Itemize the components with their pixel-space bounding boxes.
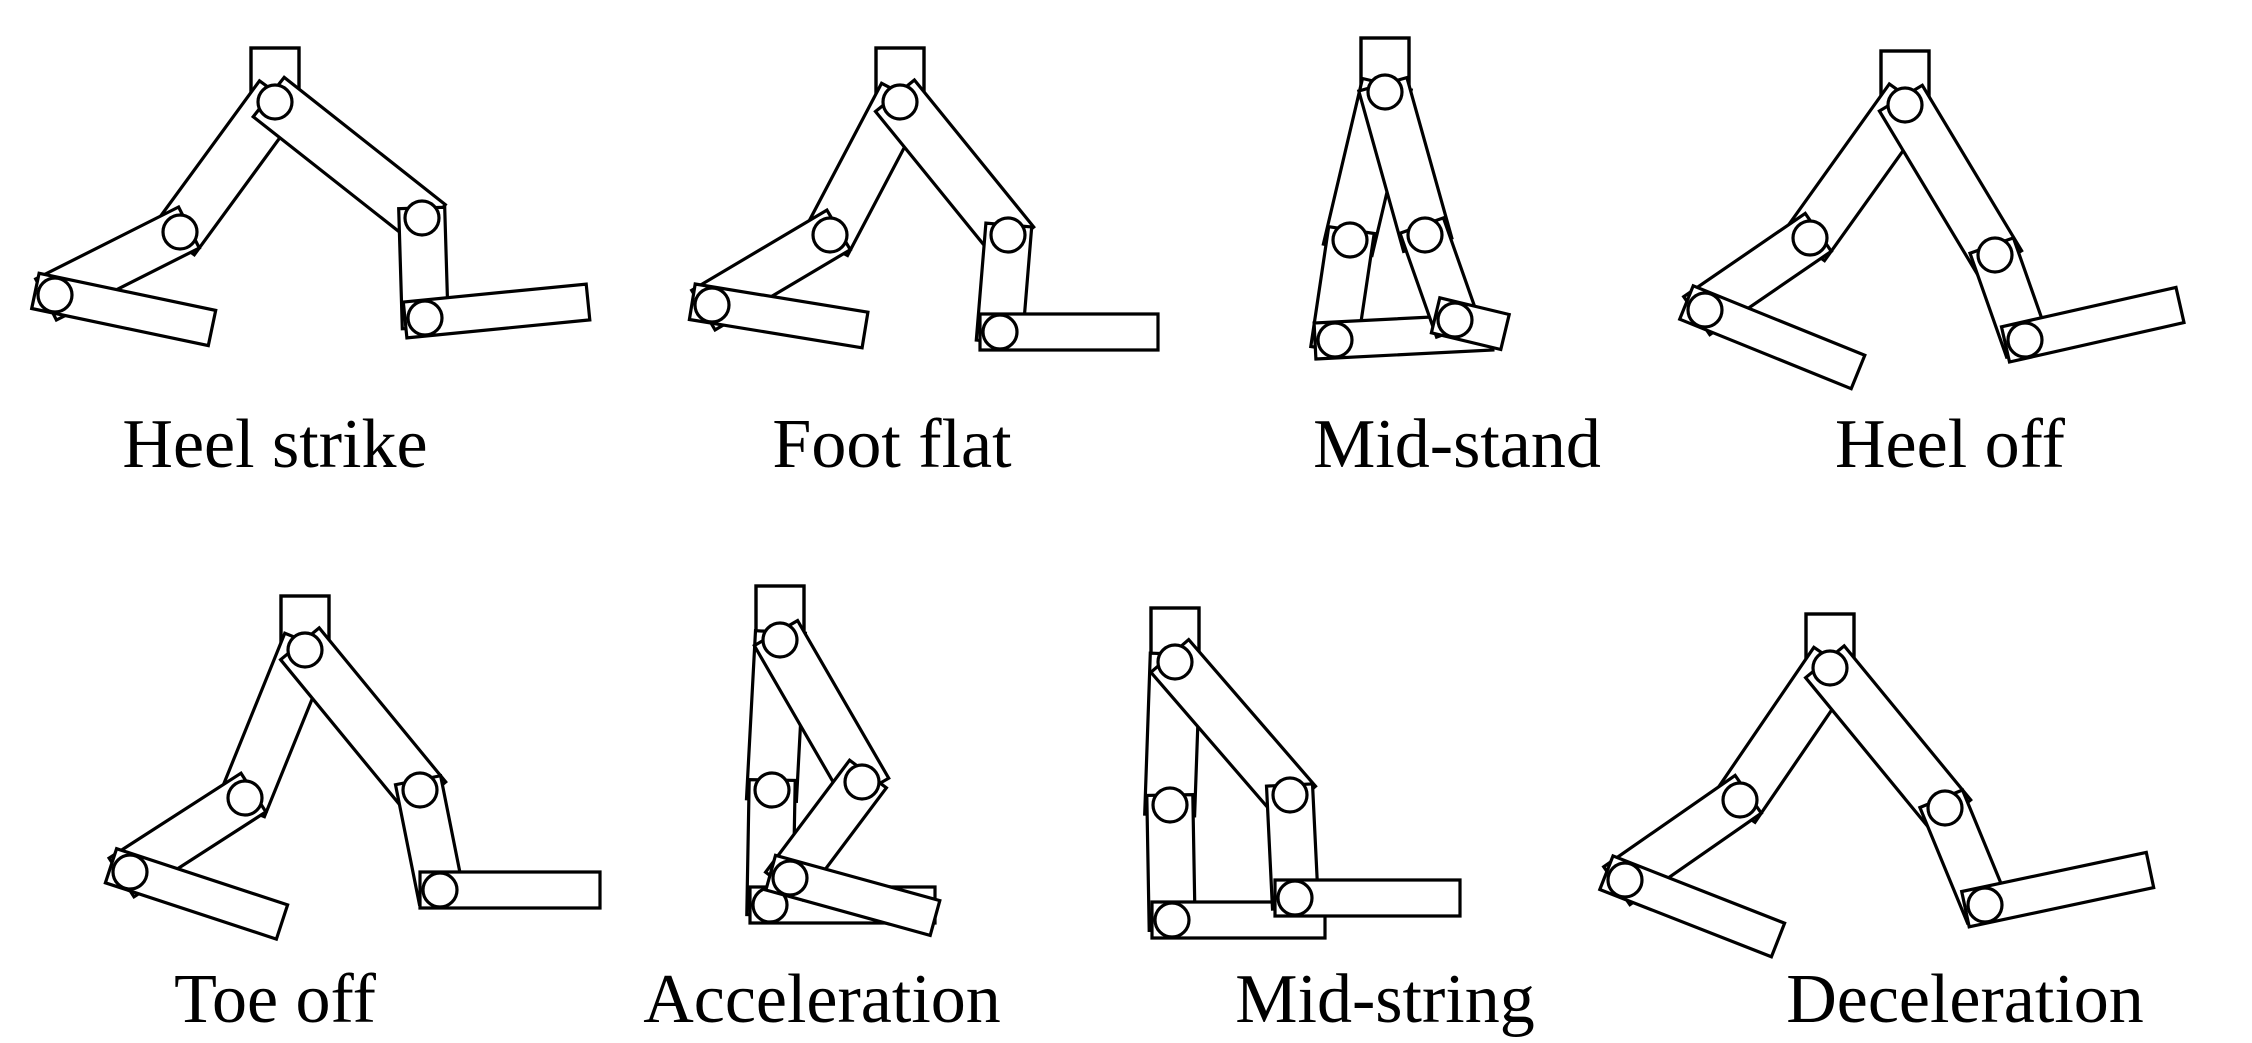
front-knee-joint xyxy=(1271,776,1309,814)
front-knee-joint xyxy=(1406,216,1444,254)
rear-foot-segment xyxy=(1597,853,1787,959)
phase-label-foot-flat: Foot flat xyxy=(772,406,1012,483)
front-foot-segment xyxy=(978,312,1160,352)
gait-figure-toe-off xyxy=(103,594,602,942)
rear-knee-joint xyxy=(226,779,264,817)
front-ankle-joint xyxy=(2006,321,2044,359)
rear-knee-joint xyxy=(753,771,791,809)
gait-figure-heel-strike xyxy=(29,46,592,348)
front-ankle-joint xyxy=(421,871,459,909)
hip-joint xyxy=(881,83,919,121)
hip-joint xyxy=(256,83,294,121)
front-knee-joint xyxy=(843,763,881,801)
gait-figure-mid-string xyxy=(1143,606,1462,940)
phase-label-mid-string: Mid-string xyxy=(1235,961,1535,1038)
rear-foot-segment xyxy=(1677,283,1867,391)
front-ankle-joint xyxy=(771,859,809,897)
front-ankle-joint xyxy=(1966,886,2004,924)
rear-knee-joint xyxy=(161,213,199,251)
phase-label-mid-stand: Mid-stand xyxy=(1313,406,1601,483)
hip-joint xyxy=(1886,86,1924,124)
rear-ankle-joint xyxy=(1686,291,1724,329)
phase-label-heel-strike: Heel strike xyxy=(122,406,428,483)
front-foot-segment xyxy=(1273,878,1462,918)
hip-joint xyxy=(1811,649,1849,687)
phase-label-toe-off: Toe off xyxy=(174,961,376,1038)
front-knee-joint xyxy=(1976,236,2014,274)
rear-foot-segment xyxy=(687,282,870,350)
rear-foot-segment xyxy=(29,271,218,348)
rear-ankle-joint xyxy=(1606,861,1644,899)
gait-figure-deceleration xyxy=(1597,612,2156,959)
rear-knee-joint xyxy=(1791,219,1829,257)
rear-foot-segment xyxy=(103,846,290,942)
hip-joint xyxy=(1366,73,1404,111)
front-foot-segment xyxy=(418,870,602,910)
front-knee-joint xyxy=(403,199,441,237)
hip-joint xyxy=(1156,643,1194,681)
rear-ankle-joint xyxy=(1153,901,1191,939)
rear-ankle-joint xyxy=(693,286,731,324)
gait-figure-foot-flat xyxy=(687,46,1160,352)
front-knee-joint xyxy=(401,771,439,809)
front-ankle-joint xyxy=(406,299,444,337)
rear-knee-joint xyxy=(1151,786,1189,824)
front-foot-segment xyxy=(401,282,592,340)
rear-knee-joint xyxy=(811,216,849,254)
rear-knee-joint xyxy=(1331,221,1369,259)
rear-knee-joint xyxy=(1721,781,1759,819)
gait-figure-heel-off xyxy=(1677,49,2186,391)
front-knee-joint xyxy=(1926,789,1964,827)
gait-figure-mid-stand xyxy=(1308,36,1512,361)
phase-label-deceleration: Deceleration xyxy=(1786,961,2144,1038)
gait-figure-acceleration xyxy=(744,584,942,938)
phase-label-acceleration: Acceleration xyxy=(643,961,1001,1038)
front-ankle-joint xyxy=(981,313,1019,351)
hip-joint xyxy=(761,621,799,659)
rear-ankle-joint xyxy=(111,853,149,891)
rear-ankle-joint xyxy=(36,276,74,314)
phase-label-heel-off: Heel off xyxy=(1835,406,2065,483)
front-knee-joint xyxy=(989,216,1027,254)
front-ankle-joint xyxy=(1436,301,1474,339)
front-ankle-joint xyxy=(1276,879,1314,917)
rear-ankle-joint xyxy=(1316,321,1354,359)
front-foot-segment xyxy=(1999,285,2186,364)
front-foot-segment xyxy=(763,853,942,938)
hip-joint xyxy=(286,631,324,669)
front-foot-segment xyxy=(1959,850,2156,929)
